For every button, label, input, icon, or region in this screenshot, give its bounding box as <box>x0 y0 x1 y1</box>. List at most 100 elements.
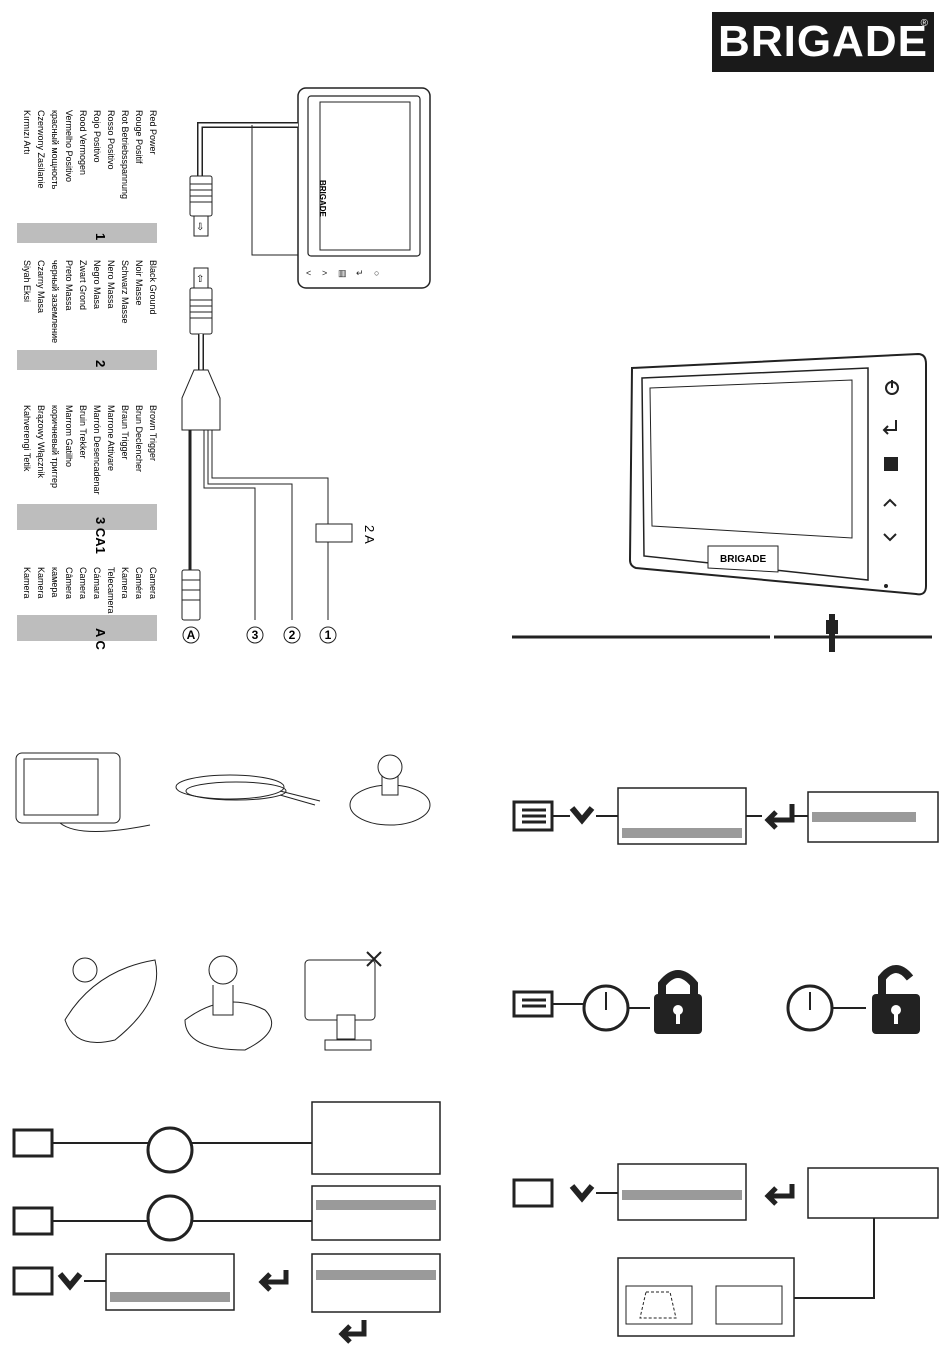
wire-color-table: Red Power Rouge Positif Rot Betriebsspannu… <box>17 110 158 650</box>
callout-3 <box>246 626 264 644</box>
lock-flow <box>512 965 920 1034</box>
lock-open-icon <box>872 965 920 1034</box>
wire-3-line-8: коричневый триггер <box>50 405 60 488</box>
callout-2 <box>283 626 301 644</box>
timer-icon-3 <box>146 1126 194 1174</box>
wire-1-line-4: Rosso Positivo <box>106 110 116 170</box>
fuse-rating: 2 A <box>362 525 377 544</box>
svg-text:<: < <box>306 268 311 278</box>
wire-2-line-1: Black Ground <box>148 260 158 315</box>
wire-3-line-2: Brun Declencher <box>134 405 144 472</box>
wire-2-line-6: Zwart Grond <box>78 260 88 310</box>
wire-1-line-1: Red Power <box>148 110 158 155</box>
wire-badge-1: 1 <box>93 233 108 240</box>
svg-text:1: 1 <box>325 628 332 642</box>
badge-bar-A <box>17 615 157 641</box>
wire-1-line-2: Rouge Positif <box>134 110 144 164</box>
callout-1 <box>319 626 337 644</box>
up-icon <box>883 498 897 507</box>
bezel-logo-3d: BRIGADE <box>720 554 766 565</box>
badge-bar-1 <box>17 223 157 243</box>
section-divider <box>512 614 932 652</box>
menu-flow-1 <box>512 787 939 845</box>
wire-4-line-10: Kamera <box>22 567 32 599</box>
wire-1-line-3: Rot Betriebsspannung <box>120 110 130 199</box>
mounting-steps <box>64 951 382 1051</box>
bezel-logo: BRIGADE <box>318 180 327 218</box>
package-contents <box>15 752 431 832</box>
enter-icon <box>882 420 897 435</box>
wire-3-line-10: Kahverengi Tetik <box>22 405 32 472</box>
wire-4-line-5: Cámara <box>92 567 102 599</box>
wire-4-line-3: Kamera <box>120 567 130 599</box>
mount-step-1 <box>64 957 158 1043</box>
wire-4-line-7: Câmera <box>64 567 74 599</box>
wire-4-line-2: Caméra <box>134 567 144 599</box>
down-icon <box>569 806 595 825</box>
svg-text:A: A <box>187 628 196 642</box>
enter-icon <box>764 804 795 830</box>
wire-2-line-10: Siyah Eksi <box>22 260 32 302</box>
wire-2-line-2: Noir Masse <box>134 260 144 306</box>
wire-2-line-5: Negro Masa <box>92 260 102 309</box>
wire-2-line-9: Czarny Masa <box>36 260 46 313</box>
wire-1-line-10: Kırmızı Artı <box>22 110 32 155</box>
wire-badge-3: 3 CA1 <box>93 517 108 554</box>
contents-monitor <box>15 752 151 832</box>
svg-text:>: > <box>322 268 327 278</box>
wire-3-line-5: Marrón Desencadenar <box>92 405 102 495</box>
svg-text:3: 3 <box>252 628 259 642</box>
contents-suction-mount <box>349 754 431 826</box>
wire-4-line-1: Camera <box>148 567 158 599</box>
svg-text:○: ○ <box>374 268 379 278</box>
mount-step-2 <box>184 955 273 1051</box>
wire-2-line-4: Nero Massa <box>106 260 116 309</box>
monitor-perspective: BRIGADE <box>628 352 927 596</box>
svg-text:⇧: ⇧ <box>196 274 204 285</box>
wire-1-line-7: Vermelho Positivo <box>64 110 74 182</box>
menu-flow-right <box>512 1163 939 1337</box>
brand-name: BRIGADE <box>718 17 928 66</box>
mount-step-3 <box>304 951 382 1051</box>
wire-3-line-3: Braun Trigger <box>120 405 130 460</box>
camera-connector <box>181 569 201 621</box>
wire-4-line-6: Camera <box>78 567 88 599</box>
wire-2-line-3: Schwarz Masse <box>120 260 130 324</box>
wire-1-line-8: красный мощность <box>50 110 60 190</box>
brand-logo: BRIGADE ® <box>712 12 934 72</box>
svg-text:2: 2 <box>289 628 296 642</box>
wire-badge-4: A CA1 <box>93 628 108 650</box>
wire-4-line-4: Telecamera <box>106 567 116 614</box>
wire-4-line-8: камера <box>50 567 60 597</box>
wire-3-line-7: Marrom Gatilho <box>64 405 74 467</box>
down-icon <box>883 533 897 542</box>
menu-flow-left <box>12 1101 441 1344</box>
wire-4-line-9: Kamera <box>36 567 46 599</box>
wire-1-line-9: Czerwony Zasilanie <box>36 110 46 189</box>
callout-A <box>182 626 200 644</box>
wire-3-line-4: Marrone Attivare <box>106 405 116 471</box>
menu-icon <box>884 457 898 471</box>
wire-1-line-6: Rood Vermogen <box>78 110 88 175</box>
wire-badge-2: 2 <box>93 360 108 367</box>
connector-bottom <box>189 287 213 335</box>
cable-splitter <box>181 369 221 431</box>
registered-mark: ® <box>920 18 928 29</box>
lock-closed-icon <box>654 970 702 1034</box>
badge-bar-2 <box>17 350 157 370</box>
wire-2-line-8: черный заземление <box>50 260 60 343</box>
badge-bar-3 <box>17 504 157 530</box>
menu-icon <box>512 800 554 832</box>
wire-3-line-6: Bruin Trekker <box>78 405 88 459</box>
monitor-front-view <box>297 87 431 289</box>
contents-cable <box>175 774 321 806</box>
wire-2-line-7: Preto Massa <box>64 260 74 311</box>
svg-text:▥: ▥ <box>338 268 347 278</box>
wire-3-line-9: Brązowy Włącznik <box>36 405 46 479</box>
svg-text:↵: ↵ <box>356 268 364 278</box>
wiring-diagram: BRIGADE < > ▥ ↵ ○ ⇩ ⇧ 2 A A 3 2 1 <box>181 87 431 644</box>
wire-3-line-1: Brown Trigger <box>148 405 158 461</box>
wire-1-line-5: Rojo Positivo <box>92 110 102 163</box>
svg-text:⇩: ⇩ <box>196 222 204 233</box>
fuse-holder <box>315 523 353 543</box>
